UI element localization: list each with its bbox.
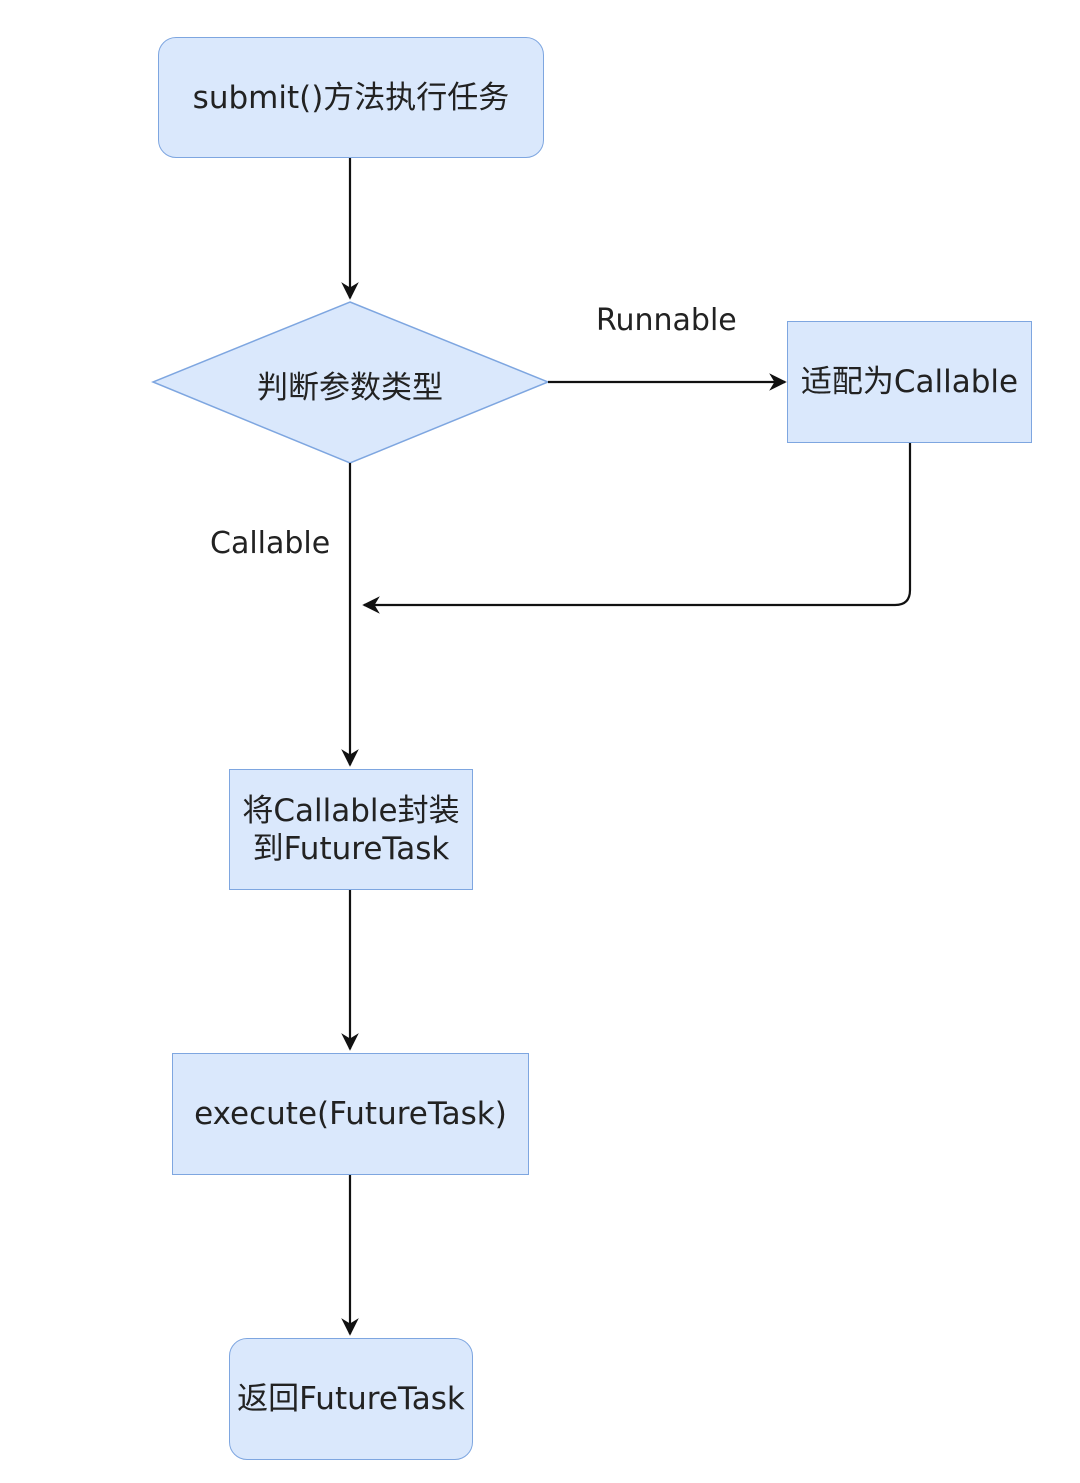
adapt-callable-node: 适配为Callable xyxy=(787,321,1032,443)
edge-label-runnable: Runnable xyxy=(596,303,737,338)
decision-node-label: 判断参数类型 xyxy=(257,370,443,406)
end-node: 返回FutureTask xyxy=(229,1338,473,1460)
wrap-futuretask-node: 将Callable封装 到FutureTask xyxy=(229,769,473,890)
start-node: submit()方法执行任务 xyxy=(158,37,544,158)
edge-label-callable: Callable xyxy=(210,526,331,561)
execute-node: execute(FutureTask) xyxy=(172,1053,529,1175)
edge-adapt-to-main xyxy=(362,443,912,614)
